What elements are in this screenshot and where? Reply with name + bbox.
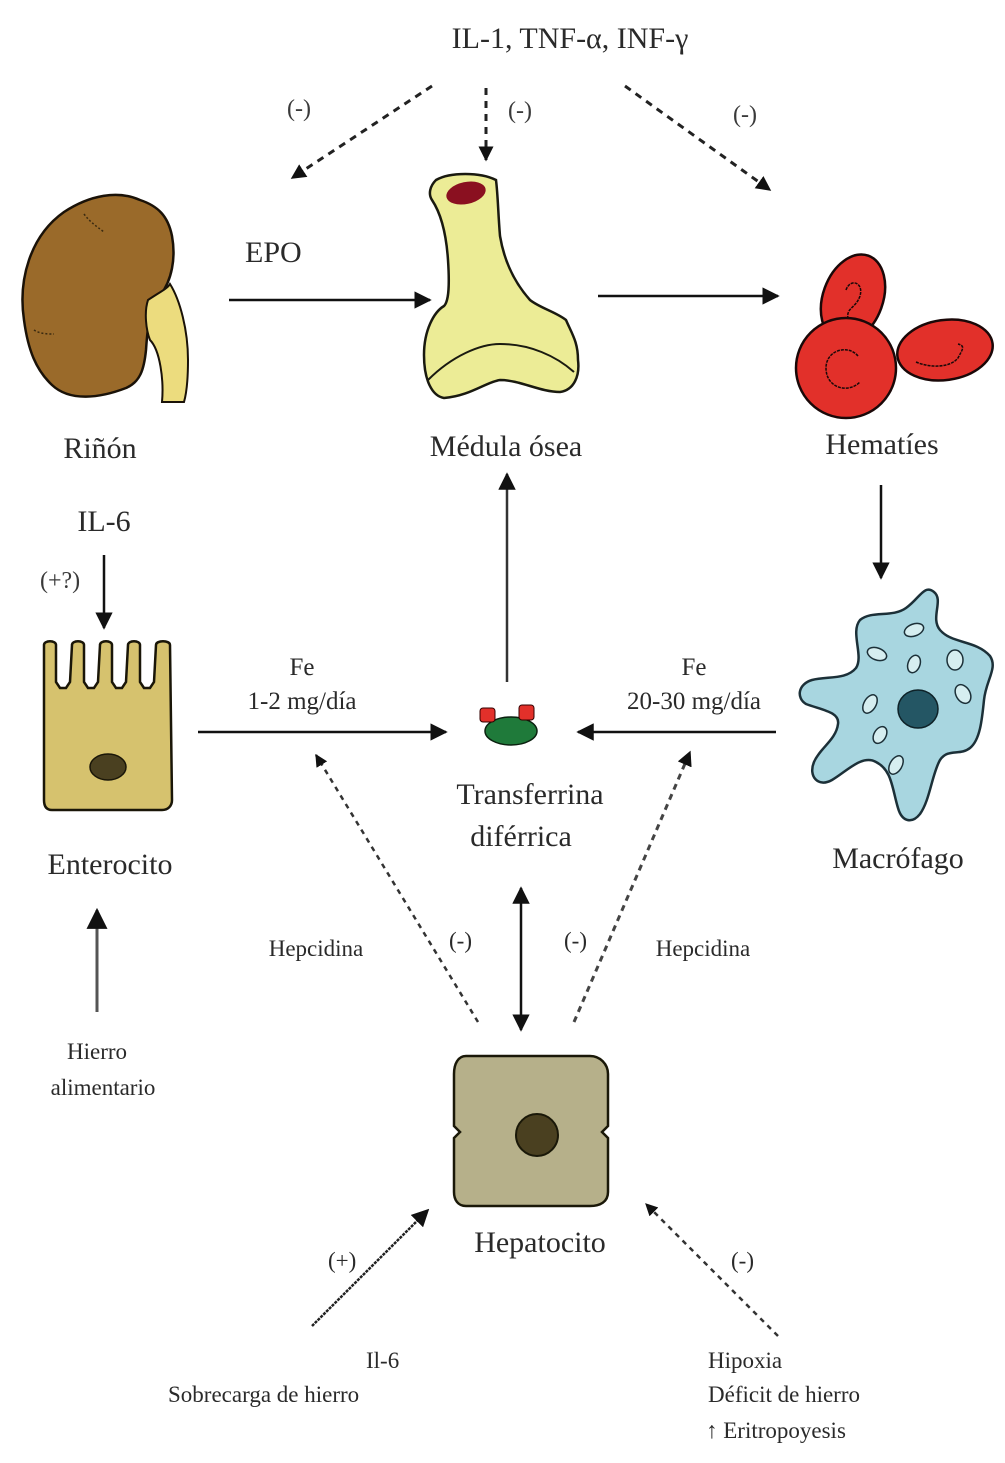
hepatocyte-icon	[452, 1054, 610, 1208]
kidney-icon	[21, 193, 190, 403]
inhibit-sign-bone-marrow: (-)	[508, 98, 532, 124]
bone-marrow-icon	[422, 172, 580, 400]
transferrin-label-1: Transferrina	[456, 778, 604, 811]
cytokines-label: IL-1, TNF-α, INF-γ	[451, 22, 689, 55]
inhibitors-label-2: Déficit de hierro	[708, 1382, 860, 1407]
fe-intestinal-label-1: Fe	[289, 654, 315, 681]
inhibit-sign-hepatocyte: (-)	[731, 1248, 754, 1273]
il6-top-label: IL-6	[77, 505, 131, 538]
inhibit-sign-hepcidin-right: (-)	[564, 928, 587, 953]
arrow-stimulators-to-hepatocyte	[311, 1208, 430, 1327]
macrophage-label: Macrófago	[832, 842, 964, 875]
epo-label: EPO	[245, 236, 302, 269]
red-cells-label: Hematíes	[825, 428, 939, 461]
stimulators-label-1: Il-6	[366, 1348, 400, 1373]
inhibit-sign-hepcidin-left: (-)	[449, 928, 472, 953]
fe-macrophage-label-2: 20-30 mg/día	[626, 688, 762, 715]
enterocyte-icon	[42, 640, 174, 812]
macrophage-icon	[798, 588, 994, 822]
fe-intestinal-label-2: 1-2 mg/día	[247, 688, 357, 715]
hepcidin-left-label: Hepcidina	[268, 936, 364, 961]
arrow-hepcidin-left	[314, 753, 480, 1023]
stimulate-sign: (+)	[328, 1248, 357, 1273]
enterocyte-label: Enterocito	[47, 848, 173, 881]
inhibit-sign-kidney: (-)	[287, 96, 311, 122]
dietary-iron-label-2: alimentario	[50, 1075, 156, 1100]
inhibit-sign-red-cells: (-)	[733, 102, 757, 128]
transferrin-label-2: diférrica	[470, 820, 572, 853]
uncertain-sign-il6: (+?)	[40, 568, 81, 594]
inhibitors-label-3: ↑ Eritropoyesis	[706, 1418, 846, 1443]
arrow-cytokines-to-red-cells	[624, 84, 772, 192]
dietary-iron-label-1: Hierro	[66, 1039, 128, 1064]
bone-marrow-label: Médula ósea	[429, 430, 583, 463]
arrow-inhibitors-to-hepatocyte	[645, 1203, 779, 1337]
hepatocyte-label: Hepatocito	[474, 1226, 606, 1259]
arrow-hepcidin-right	[572, 750, 692, 1023]
inhibitors-label-1: Hipoxia	[708, 1348, 783, 1373]
hepcidin-right-label: Hepcidina	[655, 936, 751, 961]
kidney-label: Riñón	[63, 432, 137, 465]
red-cells-icon	[794, 253, 994, 420]
arrow-cytokines-to-kidney	[290, 84, 433, 180]
fe-macrophage-label-1: Fe	[681, 654, 707, 681]
stimulators-label-2: Sobrecarga de hierro	[168, 1382, 360, 1407]
transferrin-icon	[479, 704, 538, 746]
